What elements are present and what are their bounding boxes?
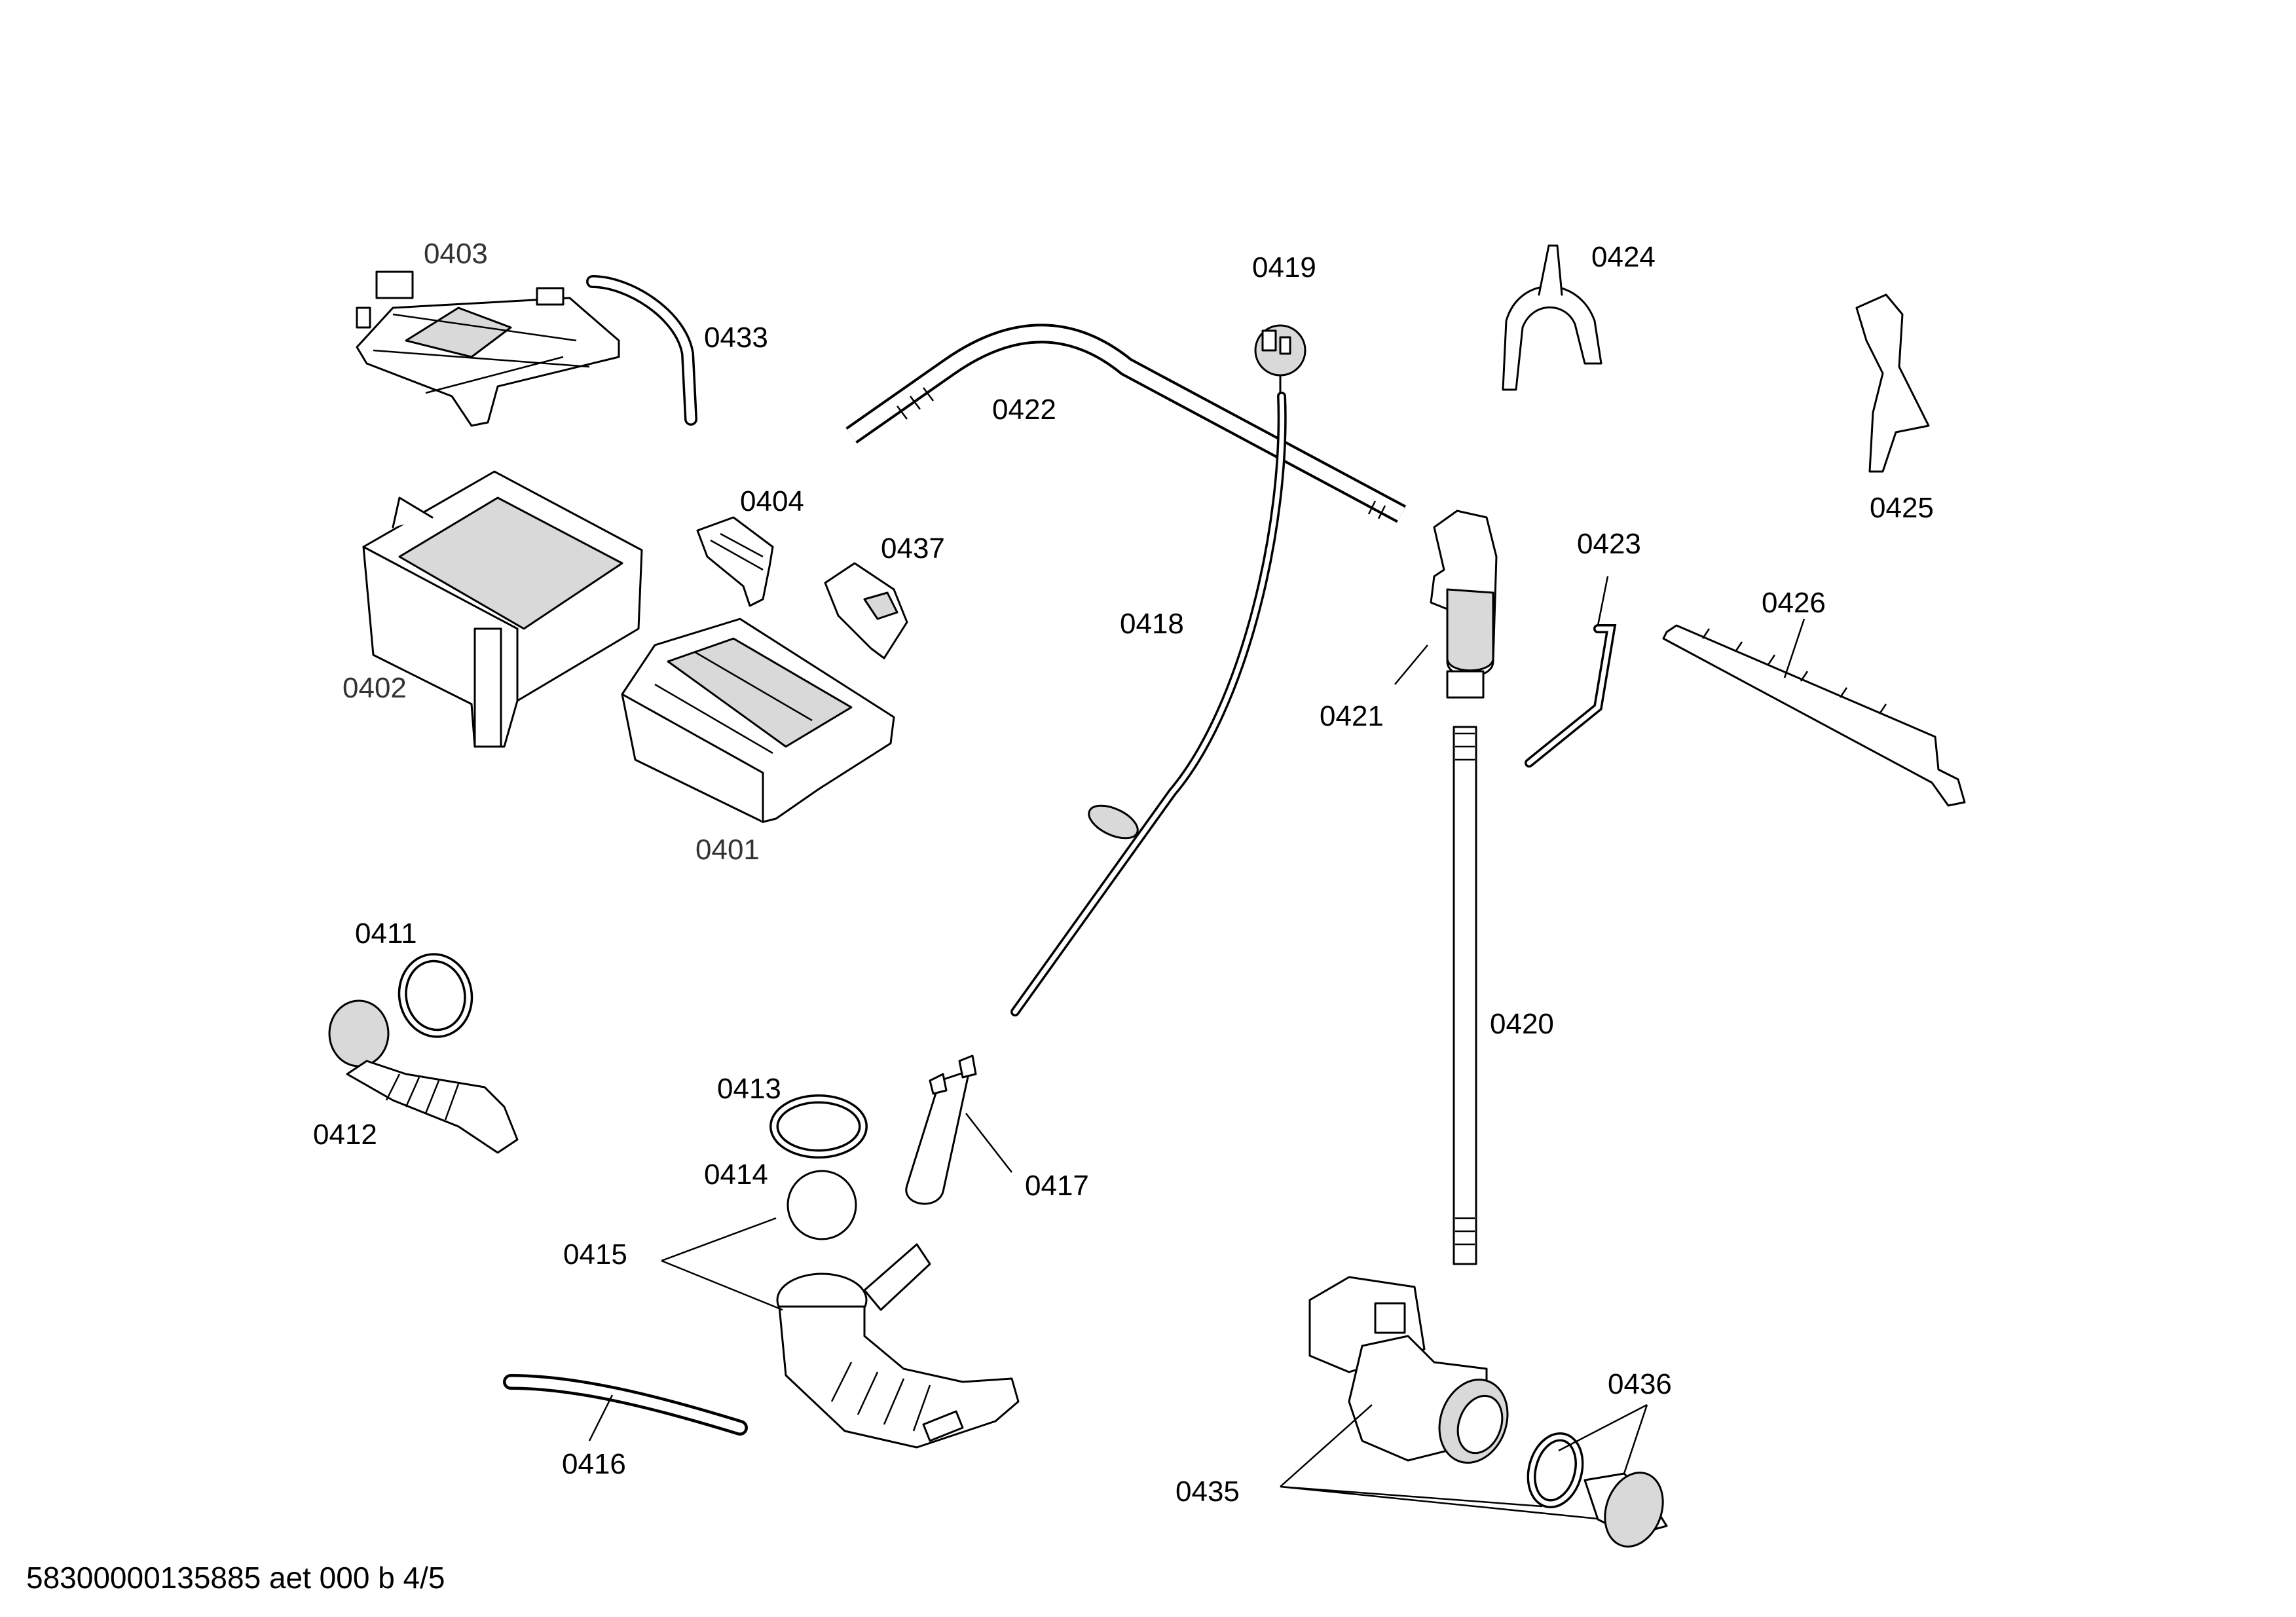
callout-0402: 0402 (343, 672, 407, 704)
part-0436-filter (1527, 1432, 1668, 1548)
leader-0426 (1783, 618, 1805, 678)
callout-0404: 0404 (740, 485, 804, 517)
part-0413-ring (769, 1094, 868, 1159)
part-0433-hose (586, 275, 697, 426)
part-0423-rod (1525, 624, 1617, 768)
callout-0414: 0414 (704, 1159, 768, 1191)
leader-0417 (965, 1113, 1012, 1173)
callout-0436: 0436 (1608, 1368, 1672, 1400)
callout-0426: 0426 (1762, 587, 1826, 619)
part-0403-lid-frame (356, 270, 620, 427)
callout-0420: 0420 (1490, 1008, 1554, 1040)
part-0414-ball (787, 1170, 857, 1240)
leader-0416 (588, 1394, 614, 1441)
callout-0415: 0415 (563, 1238, 627, 1271)
callout-0433: 0433 (704, 322, 768, 354)
callout-0411: 0411 (355, 918, 417, 950)
part-0437-siphon-cap (824, 562, 908, 660)
callout-0412: 0412 (313, 1119, 377, 1151)
part-0417-sensor (905, 1054, 977, 1205)
leader-0423 (1597, 576, 1609, 626)
callout-0437: 0437 (881, 532, 945, 565)
callout-0413: 0413 (717, 1073, 781, 1105)
callout-0401: 0401 (695, 834, 760, 866)
part-0421-air-chamber (1430, 510, 1498, 699)
part-0418-pressure-hose (1010, 392, 1287, 1016)
part-0424-y-connector (1502, 244, 1602, 391)
callout-0425: 0425 (1870, 492, 1934, 524)
callout-0416: 0416 (562, 1448, 626, 1480)
part-0419-pressure-switch (1254, 324, 1306, 394)
leader-0435 (1280, 1404, 1605, 1521)
callout-0423: 0423 (1577, 528, 1641, 560)
part-0416-hose (503, 1374, 748, 1436)
part-0426-rail (1662, 624, 1966, 807)
part-0420-tube (1453, 726, 1477, 1265)
leader-0421 (1394, 644, 1428, 685)
part-0425-bracket (1855, 293, 1930, 473)
callout-0435: 0435 (1176, 1476, 1240, 1508)
document-id: 58300000135885 aet 000 b 4/5 (26, 1561, 445, 1595)
part-0435-drain-pump (1308, 1276, 1509, 1464)
callout-0419: 0419 (1252, 251, 1316, 284)
callout-0421: 0421 (1320, 700, 1384, 732)
part-0401-detergent-drawer (621, 618, 895, 823)
part-0412-bellows-hose (328, 999, 519, 1154)
callout-0418: 0418 (1120, 608, 1184, 640)
leader-0436 (1558, 1403, 1648, 1474)
leader-0415 (661, 1217, 783, 1311)
part-0415-sump (776, 1243, 1020, 1449)
callout-0424: 0424 (1591, 241, 1656, 273)
part-0404-bracket (696, 516, 774, 607)
part-0422-pipe (845, 324, 1407, 523)
callout-0422: 0422 (992, 394, 1056, 426)
callout-0417: 0417 (1025, 1170, 1089, 1202)
callout-0403: 0403 (424, 238, 488, 270)
part-0402-dispenser-housing (362, 470, 643, 748)
part-0411-gasket (398, 953, 473, 1038)
